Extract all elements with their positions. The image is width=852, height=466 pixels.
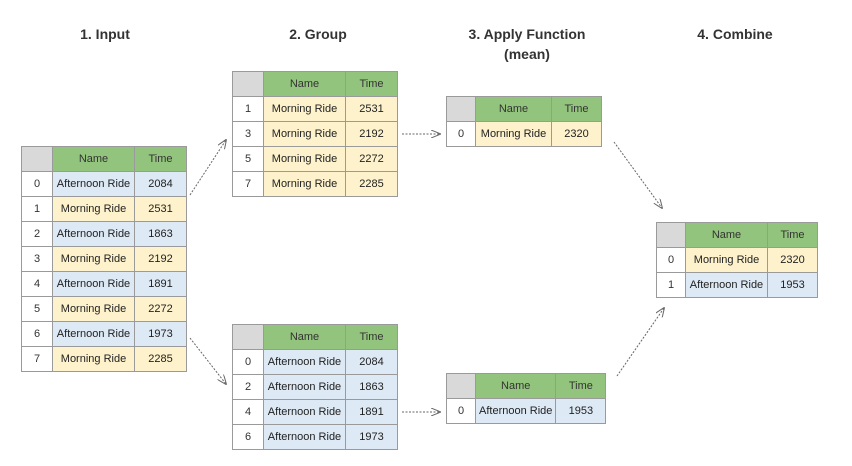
corner-cell [232,71,264,97]
header-time: Time [555,373,607,399]
title-combine: 4. Combine [697,26,773,42]
row-index: 7 [232,171,264,197]
cell-time: 2531 [134,196,187,222]
row-index: 5 [21,296,53,322]
cell-name: Morning Ride [263,96,346,122]
cell-time: 1973 [345,424,398,450]
title-apply-line2: (mean) [504,46,550,62]
cell-name: Morning Ride [263,146,346,172]
cell-name: Morning Ride [52,296,135,322]
cell-name: Morning Ride [263,171,346,197]
cell-time: 2320 [767,247,818,273]
header-time: Time [767,222,818,248]
cell-time: 2272 [345,146,398,172]
header-time: Time [345,324,398,350]
row-index: 0 [446,121,476,147]
title-apply: 3. Apply Function (mean) [452,24,602,64]
cell-name: Morning Ride [52,196,135,222]
cell-name: Afternoon Ride [474,398,557,424]
arrow-input-to-afternoon [189,337,226,384]
cell-time: 1863 [345,374,398,400]
row-index: 1 [232,96,264,122]
cell-time: 2285 [134,346,187,372]
cell-name: Afternoon Ride [263,399,346,425]
cell-name: Afternoon Ride [263,349,346,375]
header-name: Name [474,373,557,399]
header-time: Time [345,71,398,97]
header-name: Name [475,96,552,122]
header-name: Name [263,71,346,97]
cell-time: 1891 [345,399,398,425]
title-group: 2. Group [289,26,347,42]
cell-name: Afternoon Ride [52,221,135,247]
cell-name: Afternoon Ride [52,271,135,297]
row-index: 4 [21,271,53,297]
arrow-apply-afternoon-to-combine [616,308,664,377]
title-input: 1. Input [80,26,130,42]
header-name: Name [52,146,135,172]
cell-name: Morning Ride [263,121,346,147]
row-index: 2 [21,221,53,247]
row-index: 7 [21,346,53,372]
cell-time: 2084 [134,171,187,197]
row-index: 1 [656,272,686,298]
cell-time: 1973 [134,321,187,347]
cell-name: Afternoon Ride [685,272,768,298]
header-time: Time [551,96,602,122]
row-index: 0 [656,247,686,273]
arrow-input-to-morning [189,140,226,196]
corner-cell [446,96,476,122]
arrow-apply-morning-to-combine [613,141,662,208]
cell-name: Afternoon Ride [52,321,135,347]
cell-time: 1891 [134,271,187,297]
row-index: 6 [21,321,53,347]
row-index: 2 [232,374,264,400]
corner-cell [232,324,264,350]
cell-time: 1953 [555,398,607,424]
corner-cell [656,222,686,248]
header-time: Time [134,146,187,172]
cell-time: 1863 [134,221,187,247]
title-apply-line1: 3. Apply Function [468,26,586,42]
cell-name: Afternoon Ride [263,424,346,450]
cell-time: 1953 [767,272,818,298]
row-index: 3 [21,246,53,272]
cell-time: 2272 [134,296,187,322]
cell-name: Morning Ride [52,346,135,372]
cell-time: 2320 [551,121,602,147]
cell-name: Morning Ride [685,247,768,273]
cell-time: 2285 [345,171,398,197]
row-index: 0 [446,398,476,424]
cell-name: Afternoon Ride [263,374,346,400]
cell-name: Afternoon Ride [52,171,135,197]
row-index: 6 [232,424,264,450]
cell-name: Morning Ride [475,121,552,147]
